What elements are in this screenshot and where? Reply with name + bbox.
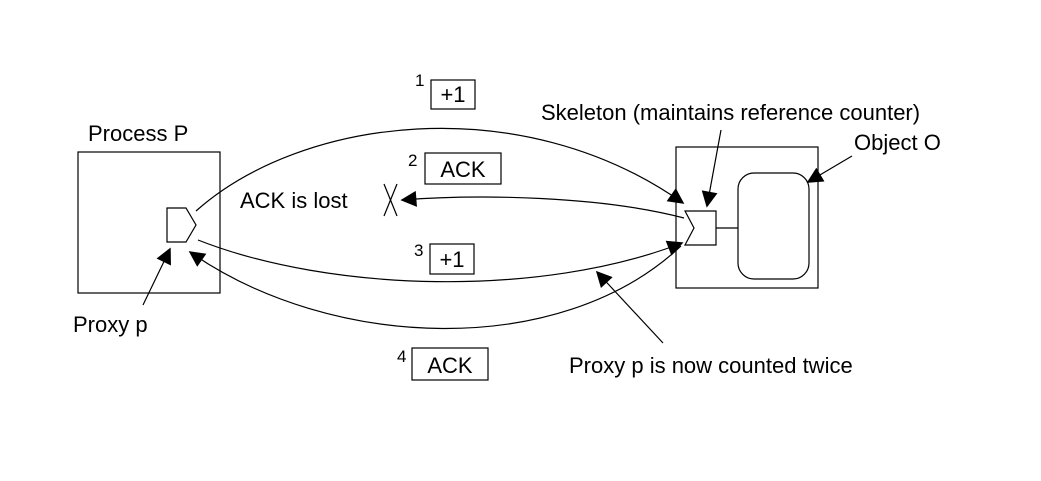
proxy-label: Proxy p bbox=[73, 312, 148, 337]
counted-pointer bbox=[595, 270, 664, 344]
server-box bbox=[675, 146, 819, 289]
object-pointer bbox=[806, 155, 853, 183]
skeleton-label: Skeleton (maintains reference counter) bbox=[541, 100, 920, 125]
message-2-arrow bbox=[400, 190, 685, 219]
message-2-text: ACK bbox=[440, 157, 486, 182]
object-shape bbox=[737, 172, 810, 280]
message-3-text: +1 bbox=[439, 247, 464, 272]
message-1-text: +1 bbox=[440, 82, 465, 107]
message-4-arrow bbox=[188, 245, 682, 330]
proxy-pointer bbox=[142, 247, 171, 306]
skeleton-pointer bbox=[701, 129, 722, 208]
lost-label: ACK is lost bbox=[240, 188, 348, 213]
message-3-number: 3 bbox=[414, 241, 423, 260]
object-label: Object O bbox=[854, 130, 941, 155]
message-2-number: 2 bbox=[408, 151, 417, 170]
message-4-number: 4 bbox=[397, 347, 406, 366]
message-3-arrow bbox=[197, 239, 684, 283]
process-label: Process P bbox=[88, 121, 188, 146]
message-1-box bbox=[430, 79, 476, 110]
message-2-box bbox=[424, 152, 502, 185]
proxy-shape bbox=[166, 207, 197, 243]
counted-label: Proxy p is now counted twice bbox=[569, 353, 853, 378]
message-1-number: 1 bbox=[415, 71, 424, 90]
process-box bbox=[77, 151, 221, 294]
skeleton-shape bbox=[684, 210, 717, 246]
message-4-text: ACK bbox=[427, 353, 473, 378]
message-4-box bbox=[411, 347, 489, 381]
message-1-arrow bbox=[195, 127, 685, 212]
message-3-box bbox=[429, 243, 475, 275]
lost-mark-stroke-2 bbox=[383, 183, 398, 217]
